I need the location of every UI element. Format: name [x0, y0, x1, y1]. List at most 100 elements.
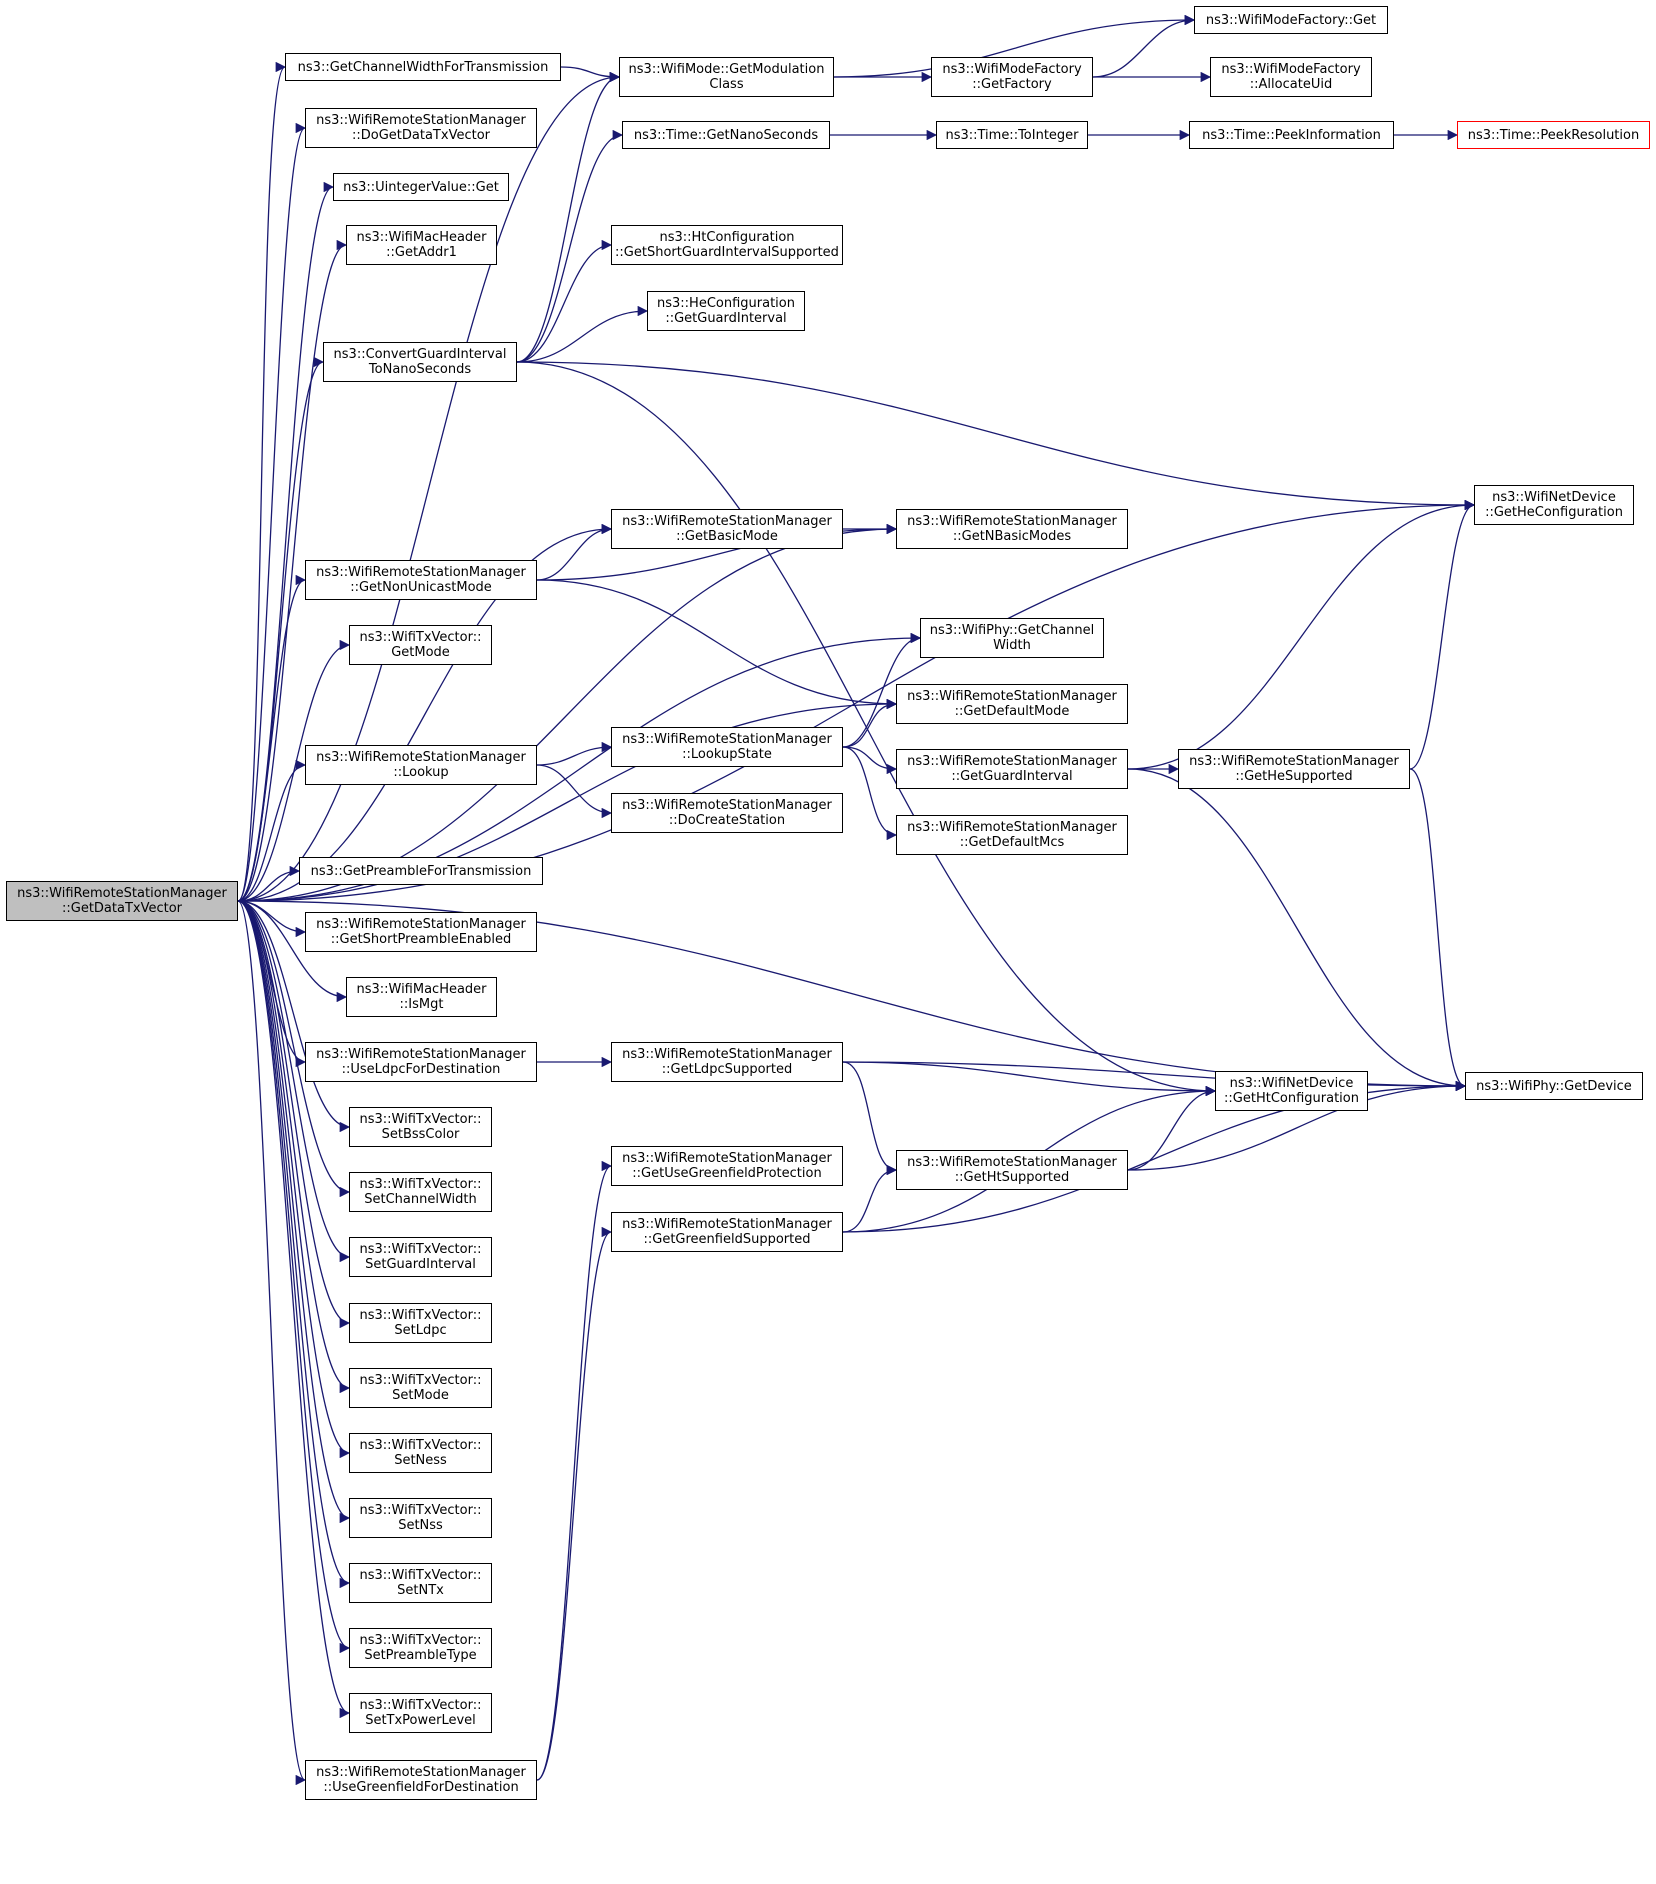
- node-getShortPreambleEnabled[interactable]: ns3::WifiRemoteStationManager::GetShortP…: [305, 912, 537, 952]
- node-label: ::GetGreenfieldSupported: [643, 1232, 811, 1247]
- node-label: ns3::WifiRemoteStationManager: [316, 1765, 526, 1780]
- node-rsmGetGuardInterval[interactable]: ns3::WifiRemoteStationManager::GetGuardI…: [896, 749, 1128, 789]
- node-label: ns3::WifiRemoteStationManager: [907, 754, 1117, 769]
- node-label: GetMode: [391, 645, 450, 660]
- edge-getHeSupported-to-getHeConfiguration: [1409, 499, 1476, 770]
- node-getNBasicModes[interactable]: ns3::WifiRemoteStationManager::GetNBasic…: [896, 509, 1128, 549]
- edge-lookupState-to-phyGetChannelWidth: [842, 632, 922, 748]
- node-getUseGreenfieldProtection[interactable]: ns3::WifiRemoteStationManager::GetUseGre…: [611, 1146, 843, 1186]
- node-getDefaultMcs[interactable]: ns3::WifiRemoteStationManager::GetDefaul…: [896, 815, 1128, 855]
- node-label: ToNanoSeconds: [368, 362, 472, 377]
- edge-convertGuardInterval-to-getModulationClass: [516, 71, 621, 363]
- node-setPreambleType[interactable]: ns3::WifiTxVector::SetPreambleType: [349, 1628, 492, 1668]
- node-getChannelWidthForTransmission[interactable]: ns3::GetChannelWidthForTransmission: [285, 53, 561, 81]
- node-label: ::GetGuardInterval: [665, 311, 787, 326]
- edge-lookupState-to-getDefaultMode: [842, 698, 898, 748]
- edge-lookupState-to-rsmGetGuardInterval: [842, 746, 898, 775]
- edge-lookup-to-doCreateStation: [536, 764, 613, 819]
- node-label: ns3::Time::PeekResolution: [1467, 127, 1640, 143]
- node-peekInformation[interactable]: ns3::Time::PeekInformation: [1189, 121, 1394, 149]
- node-lookupState[interactable]: ns3::WifiRemoteStationManager::LookupSta…: [611, 727, 843, 767]
- node-setNss[interactable]: ns3::WifiTxVector::SetNss: [349, 1498, 492, 1538]
- node-uintegerValueGet[interactable]: ns3::UintegerValue::Get: [333, 173, 509, 201]
- edge-getDataTxVector-to-getChannelWidthForTransmission: [237, 62, 287, 902]
- node-setMode[interactable]: ns3::WifiTxVector::SetMode: [349, 1368, 492, 1408]
- node-label: ns3::WifiRemoteStationManager: [622, 1047, 832, 1062]
- node-doCreateStation[interactable]: ns3::WifiRemoteStationManager::DoCreateS…: [611, 793, 843, 833]
- node-setGuardInterval[interactable]: ns3::WifiTxVector::SetGuardInterval: [349, 1237, 492, 1277]
- edge-getDataTxVector-to-setNss: [237, 900, 351, 1524]
- node-label: ns3::WifiTxVector::: [359, 1568, 482, 1583]
- edge-useGreenfieldForDestination-to-getUseGreenfieldProtection: [536, 1160, 613, 1781]
- node-modeFactoryGet[interactable]: ns3::WifiModeFactory::Get: [1194, 6, 1388, 34]
- edge-getDataTxVector-to-setChannelWidth: [237, 900, 351, 1198]
- node-label: ns3::WifiTxVector::: [359, 1633, 482, 1648]
- node-getAddr1[interactable]: ns3::WifiMacHeader::GetAddr1: [346, 225, 497, 265]
- node-label: Width: [993, 638, 1031, 653]
- node-label: ns3::WifiTxVector::: [359, 1503, 482, 1518]
- edge-lookupState-to-getDefaultMcs: [842, 746, 898, 841]
- node-getPreambleForTransmission[interactable]: ns3::GetPreambleForTransmission: [299, 857, 543, 885]
- node-peekResolution[interactable]: ns3::Time::PeekResolution: [1457, 121, 1650, 149]
- edge-getLdpcSupported-to-getHtConfiguration: [842, 1061, 1217, 1097]
- node-label: ::GetDataTxVector: [61, 901, 183, 916]
- node-label: ::GetBasicMode: [676, 529, 778, 544]
- node-label: ns3::WifiPhy::GetDevice: [1476, 1078, 1632, 1094]
- edge-getDataTxVector-to-setNess: [237, 900, 351, 1459]
- node-getFactory[interactable]: ns3::WifiModeFactory::GetFactory: [931, 57, 1093, 97]
- node-label: ns3::WifiTxVector::: [359, 630, 482, 645]
- node-doGetDataTxVector[interactable]: ns3::WifiRemoteStationManager::DoGetData…: [305, 108, 537, 148]
- node-label: ns3::WifiNetDevice: [1492, 490, 1616, 505]
- node-getDefaultMode[interactable]: ns3::WifiRemoteStationManager::GetDefaul…: [896, 684, 1128, 724]
- node-getHtConfiguration[interactable]: ns3::WifiNetDevice::GetHtConfiguration: [1215, 1071, 1368, 1111]
- node-label: ns3::WifiMacHeader: [356, 982, 487, 997]
- edge-getDataTxVector-to-phyGetChannelWidth: [237, 632, 922, 902]
- node-label: ns3::WifiRemoteStationManager: [316, 1047, 526, 1062]
- node-getNanoSeconds[interactable]: ns3::Time::GetNanoSeconds: [622, 121, 830, 149]
- node-setLdpc[interactable]: ns3::WifiTxVector::SetLdpc: [349, 1303, 492, 1343]
- node-isMgt[interactable]: ns3::WifiMacHeader::IsMgt: [346, 977, 497, 1017]
- node-getHeSupported[interactable]: ns3::WifiRemoteStationManager::GetHeSupp…: [1178, 749, 1410, 789]
- node-label: Class: [709, 77, 744, 92]
- node-label: ns3::WifiRemoteStationManager: [907, 820, 1117, 835]
- node-allocateUid[interactable]: ns3::WifiModeFactory::AllocateUid: [1210, 57, 1372, 97]
- node-setNess[interactable]: ns3::WifiTxVector::SetNess: [349, 1433, 492, 1473]
- node-label: ::GetHtConfiguration: [1224, 1091, 1359, 1106]
- node-getLdpcSupported[interactable]: ns3::WifiRemoteStationManager::GetLdpcSu…: [611, 1042, 843, 1082]
- node-toInteger[interactable]: ns3::Time::ToInteger: [936, 121, 1088, 149]
- node-label: SetBssColor: [381, 1127, 460, 1142]
- node-label: ns3::WifiMode::GetModulation: [628, 62, 825, 77]
- node-label: ns3::WifiTxVector::: [359, 1177, 482, 1192]
- node-label: ns3::UintegerValue::Get: [343, 179, 499, 195]
- node-useGreenfieldForDestination[interactable]: ns3::WifiRemoteStationManager::UseGreenf…: [305, 1760, 537, 1800]
- node-getGreenfieldSupported[interactable]: ns3::WifiRemoteStationManager::GetGreenf…: [611, 1212, 843, 1252]
- node-setTxPowerLevel[interactable]: ns3::WifiTxVector::SetTxPowerLevel: [349, 1693, 492, 1733]
- node-getBasicMode[interactable]: ns3::WifiRemoteStationManager::GetBasicM…: [611, 509, 843, 549]
- node-getDataTxVector[interactable]: ns3::WifiRemoteStationManager::GetDataTx…: [6, 881, 238, 921]
- edge-getChannelWidthForTransmission-to-getModulationClass: [560, 66, 621, 83]
- node-label: SetChannelWidth: [364, 1192, 477, 1207]
- edge-getDataTxVector-to-setNTx: [237, 900, 351, 1589]
- node-phyGetDevice[interactable]: ns3::WifiPhy::GetDevice: [1465, 1072, 1643, 1100]
- node-setNTx[interactable]: ns3::WifiTxVector::SetNTx: [349, 1563, 492, 1603]
- node-getNonUnicastMode[interactable]: ns3::WifiRemoteStationManager::GetNonUni…: [305, 560, 537, 600]
- edge-getDataTxVector-to-setTxPowerLevel: [237, 900, 351, 1719]
- node-getHtSupported[interactable]: ns3::WifiRemoteStationManager::GetHtSupp…: [896, 1150, 1128, 1190]
- node-getShortGuardIntervalSupported[interactable]: ns3::HtConfiguration::GetShortGuardInter…: [611, 225, 843, 265]
- node-setChannelWidth[interactable]: ns3::WifiTxVector::SetChannelWidth: [349, 1172, 492, 1212]
- node-label: ::LookupState: [682, 747, 772, 762]
- node-setBssColor[interactable]: ns3::WifiTxVector::SetBssColor: [349, 1107, 492, 1147]
- node-label: ns3::WifiRemoteStationManager: [622, 1217, 832, 1232]
- node-heGetGuardInterval[interactable]: ns3::HeConfiguration::GetGuardInterval: [647, 291, 805, 331]
- node-lookup[interactable]: ns3::WifiRemoteStationManager::Lookup: [305, 745, 537, 785]
- node-label: ns3::WifiRemoteStationManager: [907, 689, 1117, 704]
- node-getHeConfiguration[interactable]: ns3::WifiNetDevice::GetHeConfiguration: [1474, 485, 1634, 525]
- node-useLdpcForDestination[interactable]: ns3::WifiRemoteStationManager::UseLdpcFo…: [305, 1042, 537, 1082]
- node-txGetMode[interactable]: ns3::WifiTxVector::GetMode: [349, 625, 492, 665]
- node-label: ns3::WifiRemoteStationManager: [316, 750, 526, 765]
- node-label: SetNTx: [397, 1583, 444, 1598]
